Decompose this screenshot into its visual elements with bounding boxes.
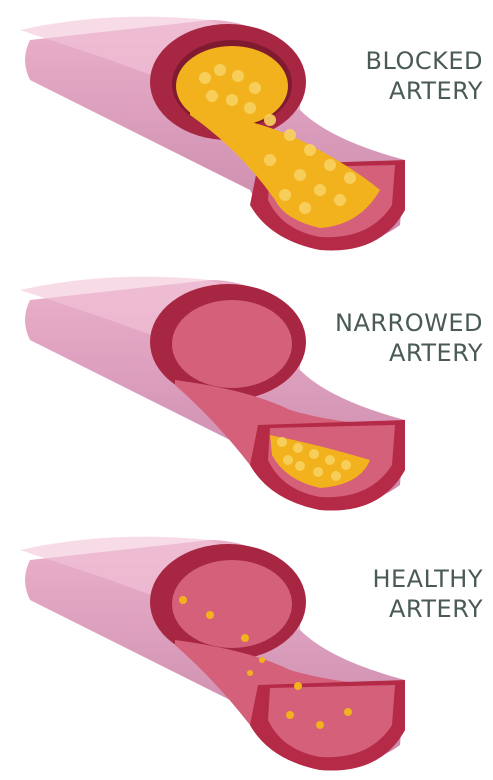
panel-healthy-artery: HEALTHY ARTERY [0,520,493,780]
blocked-artery-illustration [0,0,493,260]
label-line-1: BLOCKED [365,46,483,76]
label-line-2: ARTERY [365,76,483,106]
panel-blocked-artery: BLOCKED ARTERY [0,0,493,260]
label-line-1: NARROWED [335,308,483,338]
label-line-2: ARTERY [372,594,483,624]
healthy-artery-illustration [0,520,493,780]
panel-narrowed-artery: NARROWED ARTERY [0,260,493,520]
label-line-2: ARTERY [335,338,483,368]
label-healthy-artery: HEALTHY ARTERY [372,564,483,624]
label-blocked-artery: BLOCKED ARTERY [365,46,483,106]
label-line-1: HEALTHY [372,564,483,594]
narrowed-artery-illustration [0,260,493,520]
label-narrowed-artery: NARROWED ARTERY [335,308,483,368]
